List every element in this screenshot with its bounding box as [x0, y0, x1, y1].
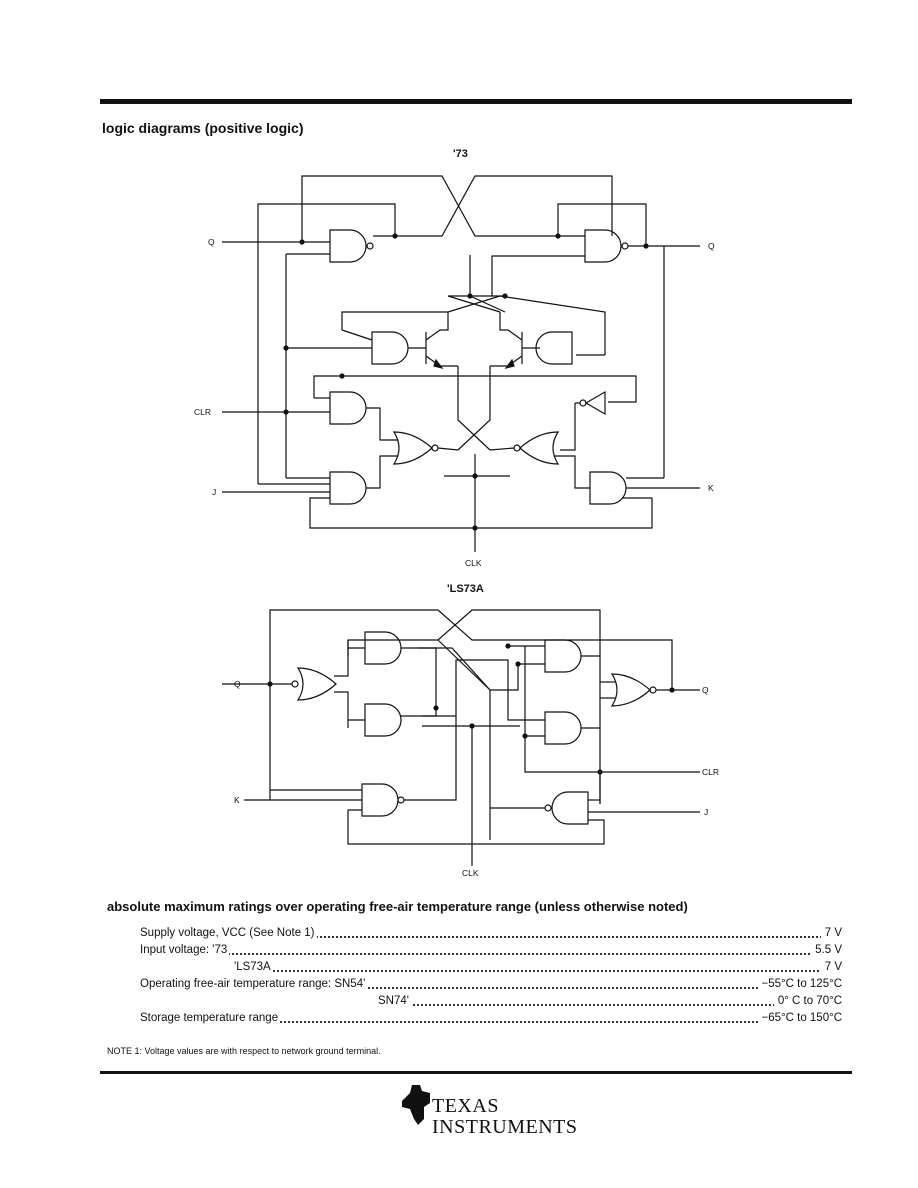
- and-clr-left: [329, 391, 367, 425]
- top-rule: [100, 99, 852, 104]
- nor-left-ls: [291, 667, 337, 701]
- svg-text:ti: ti: [413, 1097, 421, 1112]
- inverter-right: [579, 390, 606, 416]
- note-1: NOTE 1: Voltage values are with respect …: [107, 1046, 381, 1056]
- and-upper-left: [364, 631, 402, 665]
- diagram-ls73a-title: 'LS73A: [447, 583, 484, 595]
- rating-value: −65°C to 150°C: [757, 1010, 842, 1027]
- diagram-ls73a-j-label: J: [704, 807, 708, 817]
- diagram-73: [222, 175, 700, 552]
- rating-label: 'LS73A: [234, 959, 273, 976]
- nand-q-right: [584, 229, 629, 263]
- rating-value: 5.5 V: [811, 942, 842, 959]
- logo-line-1: TEXAS: [432, 1095, 499, 1117]
- rating-row: Input voltage: '73 5.5 V: [140, 942, 842, 959]
- nor-left: [392, 431, 439, 465]
- diagram-ls73a-q-right-label: Q: [702, 685, 709, 695]
- diagram-73-title: '73: [453, 148, 468, 160]
- and-j-left: [329, 471, 367, 505]
- and-mid-left: [371, 331, 409, 365]
- and-upper-right: [544, 639, 582, 673]
- nor-right-ls: [610, 673, 657, 707]
- rating-label: Input voltage: '73: [140, 942, 230, 959]
- and-lower-right: [544, 711, 582, 745]
- logic-diagrams: Q Q CLR J K CLK Q Q CLR K J CLK: [194, 175, 719, 878]
- rating-label: Supply voltage, VCC (See Note 1): [140, 925, 317, 942]
- rating-label: SN74': [378, 993, 411, 1010]
- bottom-rule: [100, 1071, 852, 1074]
- nand-k-ls: [361, 783, 405, 817]
- rating-value: −55°C to 125°C: [757, 976, 842, 993]
- rating-label: Operating free-air temperature range: SN…: [140, 976, 368, 993]
- logo-line-2: INSTRUMENTS: [432, 1116, 578, 1138]
- diagram-ls73a-clk-label: CLK: [462, 868, 479, 878]
- and-mid-right: [535, 331, 573, 365]
- logo-wordmark: TEXAS INSTRUMENTS: [432, 1096, 578, 1138]
- rating-value: 7 V: [820, 959, 842, 976]
- diagram-73-q-left-label: Q: [208, 237, 215, 247]
- section-title: logic diagrams (positive logic): [102, 120, 304, 136]
- ratings-list: Supply voltage, VCC (See Note 1) 7 V Inp…: [140, 925, 842, 1027]
- diagram-ls73a-k-label: K: [234, 795, 240, 805]
- nor-right: [513, 431, 560, 465]
- rating-row: 'LS73A 7 V: [140, 959, 842, 976]
- diagram-73-j-label: J: [212, 487, 216, 497]
- rating-row: Storage temperature range −65°C to 150°C: [140, 1010, 842, 1027]
- rating-row: Supply voltage, VCC (See Note 1) 7 V: [140, 925, 842, 942]
- rating-row: SN74' 0° C to 70°C: [140, 993, 842, 1010]
- rating-row: Operating free-air temperature range: SN…: [140, 976, 842, 993]
- diagram-ls73a-q-left-label: Q: [234, 679, 241, 689]
- rating-value: 0° C to 70°C: [773, 993, 842, 1010]
- and-k-right: [589, 471, 627, 505]
- rating-label: Storage temperature range: [140, 1010, 281, 1027]
- nand-q-left: [329, 229, 374, 263]
- texas-instruments-logo-icon: ti: [402, 1085, 430, 1125]
- nand-j-ls: [544, 791, 589, 825]
- rating-value: 7 V: [820, 925, 842, 942]
- and-lower-left: [364, 703, 402, 737]
- diagram-73-clk-label: CLK: [465, 558, 482, 568]
- diagram-ls73a: [222, 609, 700, 866]
- ratings-title: absolute maximum ratings over operating …: [107, 899, 688, 914]
- diagram-ls73a-clr-label: CLR: [702, 767, 719, 777]
- diagram-73-clr-label: CLR: [194, 407, 211, 417]
- diagram-73-q-right-label: Q: [708, 241, 715, 251]
- diagram-73-k-label: K: [708, 483, 714, 493]
